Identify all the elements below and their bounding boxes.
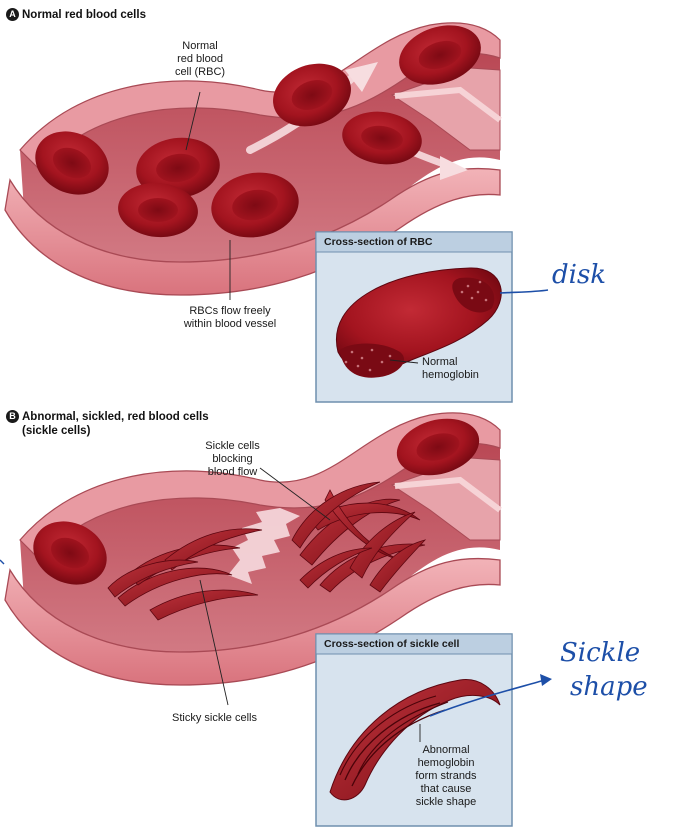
panel-b-title-line: (sickle cells) — [6, 424, 209, 438]
label-line: Sickle cells — [195, 440, 270, 453]
label-line: RBCs flow freely — [170, 305, 290, 318]
panel-a-badge: A — [6, 8, 19, 21]
panel-b-badge: B — [6, 410, 19, 423]
label-line: form strands — [396, 770, 496, 783]
label-rbc-flow: RBCs flow freely within blood vessel — [170, 305, 290, 331]
label-line: cell (RBC) — [150, 66, 250, 79]
label-line: within blood vessel — [170, 318, 290, 331]
label-line: Normal — [150, 40, 250, 53]
handwritten-sickle-shape: Sickle shape — [560, 636, 648, 704]
label-abnormal-hemoglobin: Abnormal hemoglobin form strands that ca… — [396, 744, 496, 809]
inset-a-title: Cross-section of RBC — [324, 236, 433, 249]
hand-line: Sickle — [560, 636, 648, 670]
label-line: Abnormal — [396, 744, 496, 757]
pen-mark — [0, 560, 4, 564]
label-line: Normal — [422, 356, 479, 369]
label-sticky-sickle: Sticky sickle cells — [172, 712, 257, 725]
label-line: hemoglobin — [396, 757, 496, 770]
pen-arrowhead — [540, 674, 552, 686]
label-line: hemoglobin — [422, 369, 479, 382]
label-line: that cause — [396, 783, 496, 796]
handwritten-disk: disk — [552, 260, 606, 290]
label-normal-rbc: Normal red blood cell (RBC) — [150, 40, 250, 79]
label-normal-hemoglobin: Normal hemoglobin — [422, 356, 479, 382]
label-sickle-blocking: Sickle cells blocking blood flow — [195, 440, 270, 479]
label-line: blood flow — [195, 466, 270, 479]
panel-b-title-line: Abnormal, sickled, red blood cells — [22, 411, 209, 423]
label-line: sickle shape — [396, 796, 496, 809]
label-line: blocking — [195, 453, 270, 466]
label-line: red blood — [150, 53, 250, 66]
hand-line: shape — [560, 670, 648, 704]
inset-b-title: Cross-section of sickle cell — [324, 638, 459, 651]
panel-a-title-text: Normal red blood cells — [22, 9, 146, 21]
